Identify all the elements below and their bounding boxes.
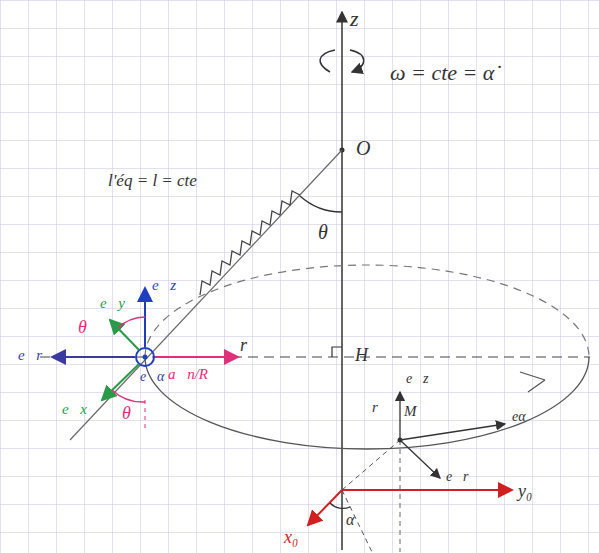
vector-label: r — [372, 400, 378, 415]
point-label: H — [355, 346, 368, 364]
axis-label: z — [350, 8, 359, 30]
point-label: M — [404, 404, 417, 419]
vector-label: e⃗α — [140, 370, 164, 384]
angle-label: θ — [318, 222, 328, 242]
axis-label: r — [240, 336, 247, 354]
angle-label: θ — [122, 404, 131, 422]
vector-label: eα — [512, 410, 526, 424]
angle-label: α — [346, 512, 354, 528]
vector-label: e⃗x — [62, 402, 87, 417]
rotation-label: ω = cte = α̇ — [390, 62, 494, 84]
vector-label: e⃗r — [18, 348, 42, 363]
axis-label: y₀ — [518, 482, 532, 500]
vector-label: e⃗y — [100, 296, 125, 311]
vector-label: e⃗r — [446, 470, 469, 484]
point-label: O — [356, 138, 370, 158]
vector-label: a⃗n/R — [168, 367, 208, 382]
axis-label: x₀ — [284, 528, 298, 546]
vector-label: e⃗z — [406, 372, 429, 386]
angle-label: θ — [78, 318, 87, 336]
vector-label: e⃗z — [152, 278, 176, 293]
spring-label: l'éq = l = cte — [108, 172, 197, 189]
